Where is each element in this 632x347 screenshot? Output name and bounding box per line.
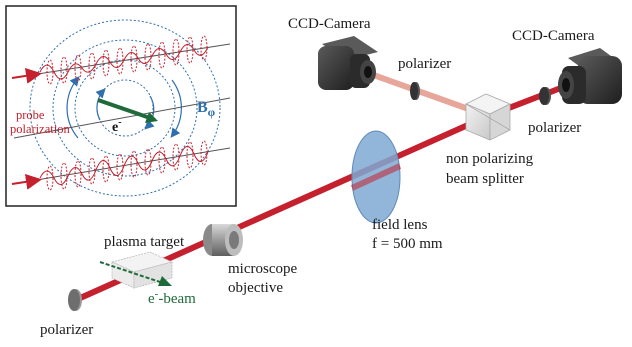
polarizer-right-label: polarizer — [528, 120, 581, 136]
beam-splitter-label-line1: non polarizing — [446, 151, 534, 167]
field-label: Bφ — [197, 99, 216, 119]
electron-beam-arrow — [99, 261, 172, 286]
ccd-camera-right — [558, 48, 622, 104]
ccd-camera-right-label: CCD-Camera — [512, 28, 595, 44]
polarizer-top — [410, 82, 420, 100]
ccd-camera-left — [318, 36, 378, 90]
polarizer-top-label: polarizer — [398, 56, 451, 72]
probe-beam-lower — [11, 140, 231, 191]
inset-panel: e- probe polarization Bφ — [5, 5, 237, 207]
electron-label: e- — [112, 117, 122, 135]
field-lens-label-line2: f = 500 mm — [372, 236, 443, 252]
field-lens — [350, 130, 402, 224]
probe-beam-upper — [11, 35, 231, 85]
ccd-camera-left-label: CCD-Camera — [288, 16, 371, 32]
polarizer-bottom-label: polarizer — [40, 322, 93, 338]
microscope-objective — [203, 224, 243, 256]
beam-splitter-label-line2: beam splitter — [446, 171, 524, 187]
electron-beam-label: e--beam — [148, 288, 196, 307]
probe-label-line2: polarization — [10, 122, 70, 136]
objective-label-line2: objective — [228, 280, 283, 296]
field-lens-label-line1: field lens — [372, 217, 428, 233]
objective-label-line1: microscope — [228, 261, 297, 277]
polarizer-right — [539, 87, 551, 105]
probe-label-line1: probe — [16, 108, 45, 122]
electron-arrow — [97, 98, 158, 123]
plasma-target-label: plasma target — [104, 234, 185, 250]
electron-axis — [13, 97, 231, 139]
beam-splitter-cube — [465, 93, 511, 141]
polarizer-bottom — [68, 289, 82, 311]
